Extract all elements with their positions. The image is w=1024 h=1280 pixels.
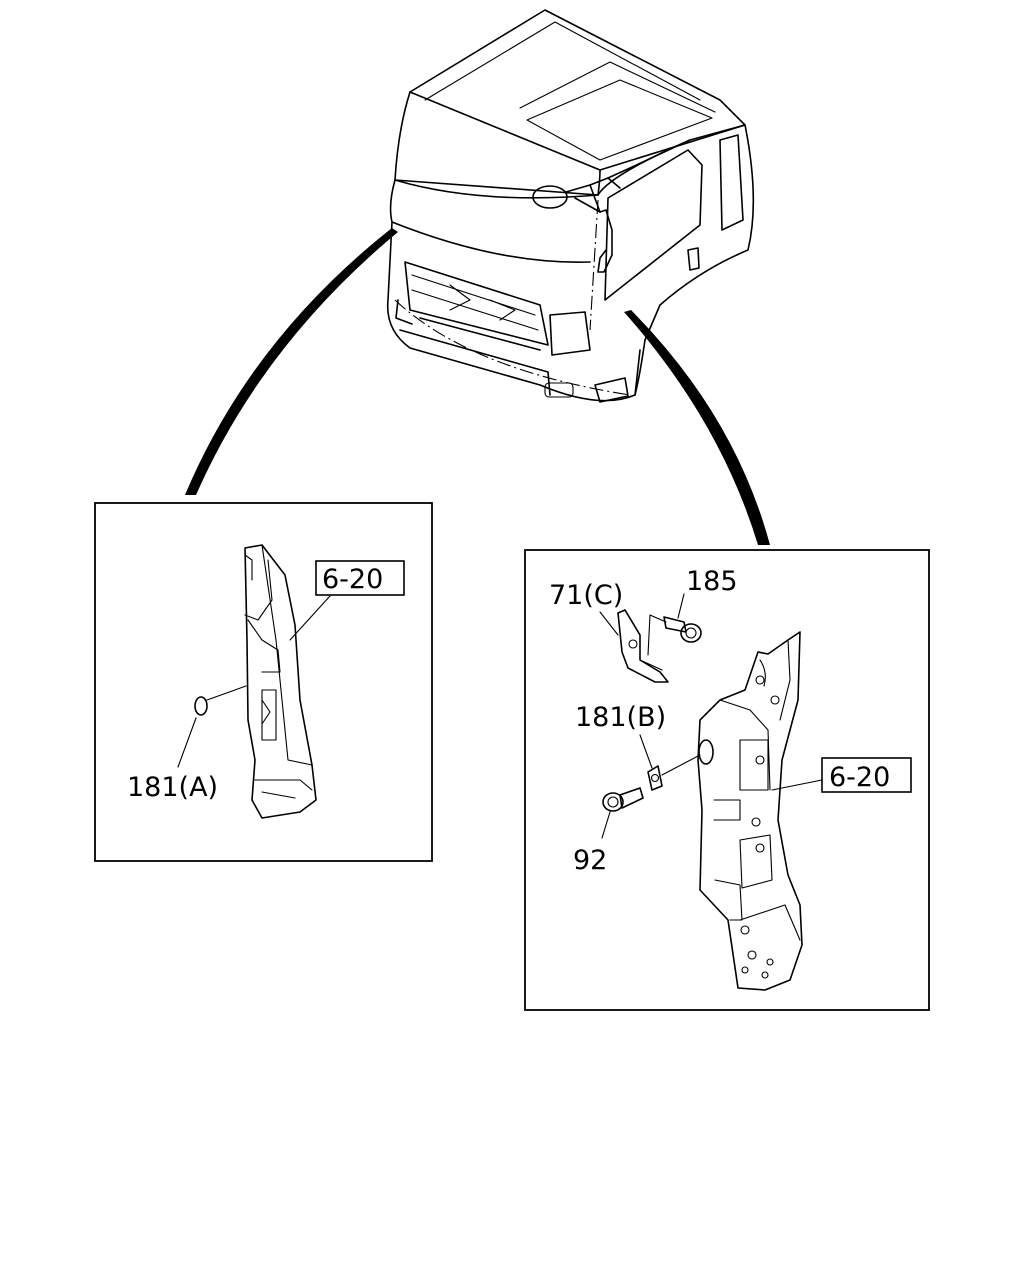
truck-cab-illustration: [386, 9, 755, 403]
part-181b-nut: [647, 765, 663, 791]
part-label-181a: 181(A): [127, 772, 218, 803]
part-71c-bracket: [617, 609, 669, 683]
left-detail-arc: [185, 228, 398, 495]
part-label-181b: 181(B): [575, 702, 666, 733]
left-detail-box: 6-20 181(A): [94, 502, 433, 862]
right-pillar-part: [697, 631, 803, 991]
part-label-71c: 71(C): [549, 580, 623, 611]
part-185-bolt: [663, 616, 702, 643]
ref-box-6-20-left: [315, 560, 405, 596]
part-181a-plug: [194, 696, 208, 716]
right-detail-box: 6-20 71(C) 185 181(B) 92: [524, 549, 930, 1011]
ref-box-6-20-right: [821, 757, 912, 793]
ref-label-6-20-left: 6-20: [322, 564, 383, 595]
part-label-185: 185: [686, 566, 738, 597]
part-92-bolt: [602, 787, 644, 812]
left-pillar-part: [244, 544, 317, 819]
right-detail-arc: [624, 310, 770, 545]
ref-label-6-20-right: 6-20: [829, 762, 890, 793]
part-label-92: 92: [573, 845, 607, 876]
